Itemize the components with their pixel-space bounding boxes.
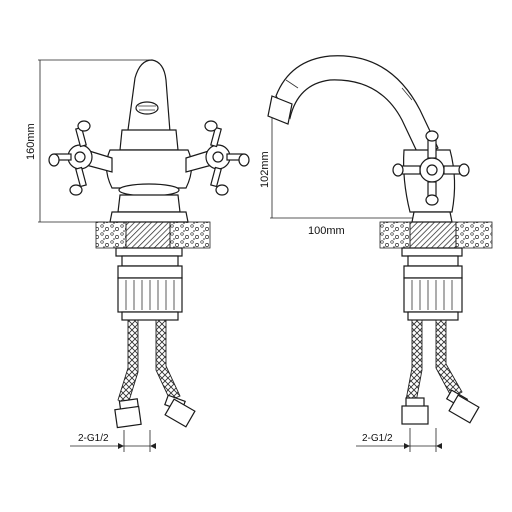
left-thread-label: 2-G1/2 (78, 433, 109, 444)
side-hoses (401, 319, 480, 425)
side-view: 102mm 100mm (259, 55, 493, 452)
right-thread-dimension: 2-G1/2 (356, 428, 442, 452)
reach-dimension: 100mm (308, 225, 345, 237)
height-dimension: 160mm (25, 59, 150, 223)
spout-height-dimension: 102mm (259, 109, 420, 219)
front-counter-mount (95, 221, 211, 321)
right-cross-handle (185, 120, 250, 196)
front-hoses (114, 319, 196, 429)
side-counter-mount (379, 221, 493, 321)
spout-height-label: 102mm (259, 151, 271, 188)
left-thread-dimension: 2-G1/2 (70, 430, 156, 452)
front-view: 160mm (25, 59, 250, 452)
reach-label: 100mm (308, 225, 345, 237)
front-spout (127, 59, 171, 133)
left-cross-handle (48, 120, 113, 196)
side-spout (275, 55, 439, 159)
right-thread-label: 2-G1/2 (362, 433, 393, 444)
height-label: 160mm (25, 123, 37, 160)
